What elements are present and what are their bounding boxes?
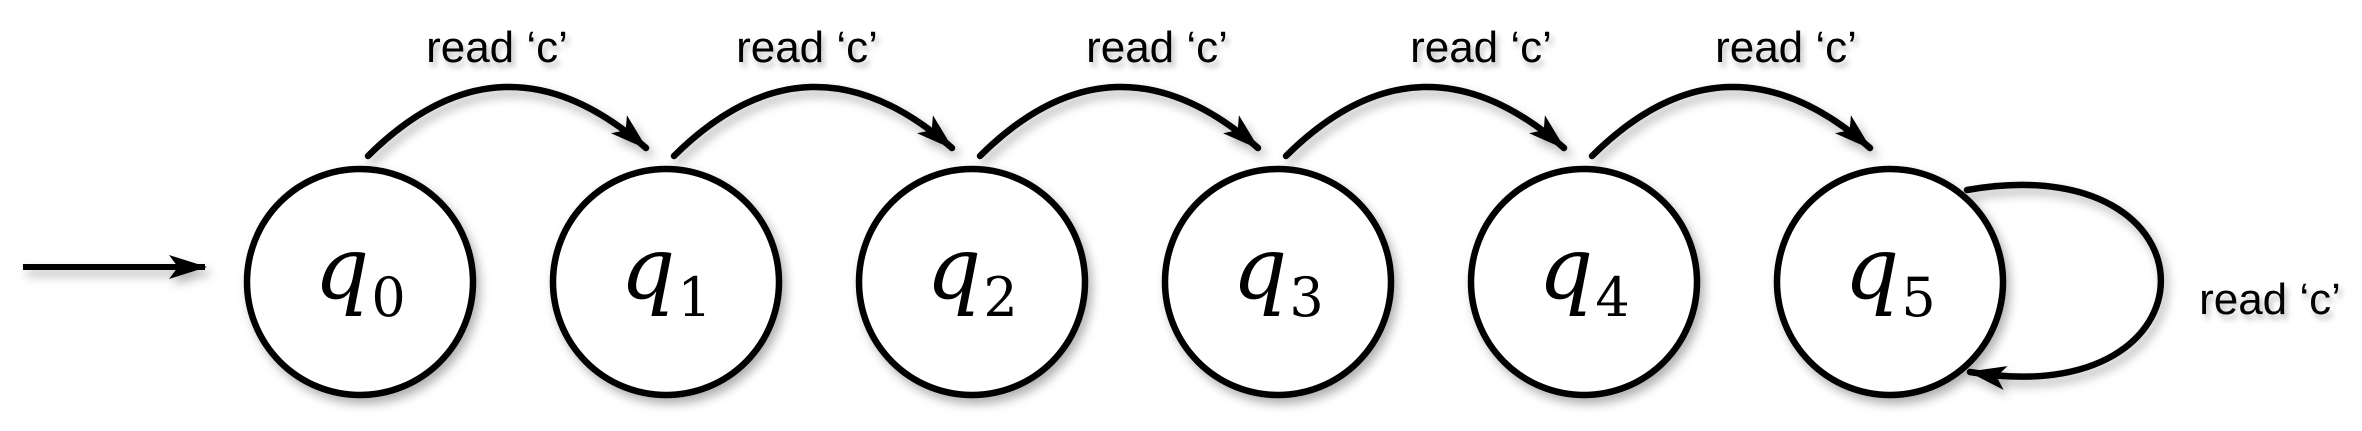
state-label-base: q bbox=[620, 219, 675, 319]
transition-arc-q1-q2 bbox=[670, 83, 956, 160]
state-label-q1: q1 bbox=[620, 219, 711, 329]
state-q0: q0 bbox=[243, 165, 477, 399]
state-label-base: q bbox=[1232, 219, 1287, 319]
state-circle-q3 bbox=[1161, 165, 1395, 399]
state-circle-q2 bbox=[855, 165, 1089, 399]
transition-labels: read ‘c’ read ‘c’ read ‘c’ read ‘c’ read… bbox=[426, 23, 2341, 324]
transition-label-q0-q1: read ‘c’ bbox=[426, 23, 568, 72]
transition-arcs bbox=[364, 83, 2164, 390]
states: q0 q1 q2 q3 q4 q5 bbox=[243, 165, 2007, 399]
transition-label-q4-q5: read ‘c’ bbox=[1715, 23, 1857, 72]
state-label-subscript: 2 bbox=[983, 266, 1017, 329]
state-circle-q0 bbox=[243, 165, 477, 399]
state-q2: q2 bbox=[855, 165, 1089, 399]
state-label-subscript: 0 bbox=[371, 266, 405, 329]
transition-arc-q4-q5 bbox=[1588, 83, 1874, 160]
state-circle-q4 bbox=[1467, 165, 1701, 399]
state-label-q5: q5 bbox=[1844, 219, 1935, 329]
state-q1: q1 bbox=[549, 165, 783, 399]
state-label-q0: q0 bbox=[314, 219, 405, 329]
state-q5: q5 bbox=[1773, 165, 2007, 399]
state-label-base: q bbox=[1844, 219, 1899, 319]
state-q4: q4 bbox=[1467, 165, 1701, 399]
state-label-base: q bbox=[1538, 219, 1593, 319]
state-q3: q3 bbox=[1161, 165, 1395, 399]
state-circle-q5 bbox=[1773, 165, 2007, 399]
state-label-subscript: 3 bbox=[1289, 266, 1323, 329]
state-label-q2: q2 bbox=[926, 219, 1017, 329]
transition-arc-q0-q1 bbox=[364, 83, 650, 160]
transition-arc-q2-q3 bbox=[976, 83, 1262, 160]
state-label-subscript: 4 bbox=[1595, 266, 1629, 329]
transition-label-q2-q3: read ‘c’ bbox=[1086, 23, 1228, 72]
state-label-base: q bbox=[926, 219, 981, 319]
state-label-subscript: 1 bbox=[677, 266, 711, 329]
state-label-subscript: 5 bbox=[1901, 266, 1935, 329]
transition-label-q1-q2: read ‘c’ bbox=[736, 23, 878, 72]
state-label-q3: q3 bbox=[1232, 219, 1323, 329]
state-circle-q1 bbox=[549, 165, 783, 399]
state-label-base: q bbox=[314, 219, 369, 319]
self-loop-arc-q5 bbox=[1963, 181, 2164, 390]
transition-arc-q3-q4 bbox=[1282, 83, 1568, 160]
transition-label-q3-q4: read ‘c’ bbox=[1410, 23, 1552, 72]
self-loop-label-q5: read ‘c’ bbox=[2199, 275, 2341, 324]
state-label-q4: q4 bbox=[1538, 219, 1629, 329]
